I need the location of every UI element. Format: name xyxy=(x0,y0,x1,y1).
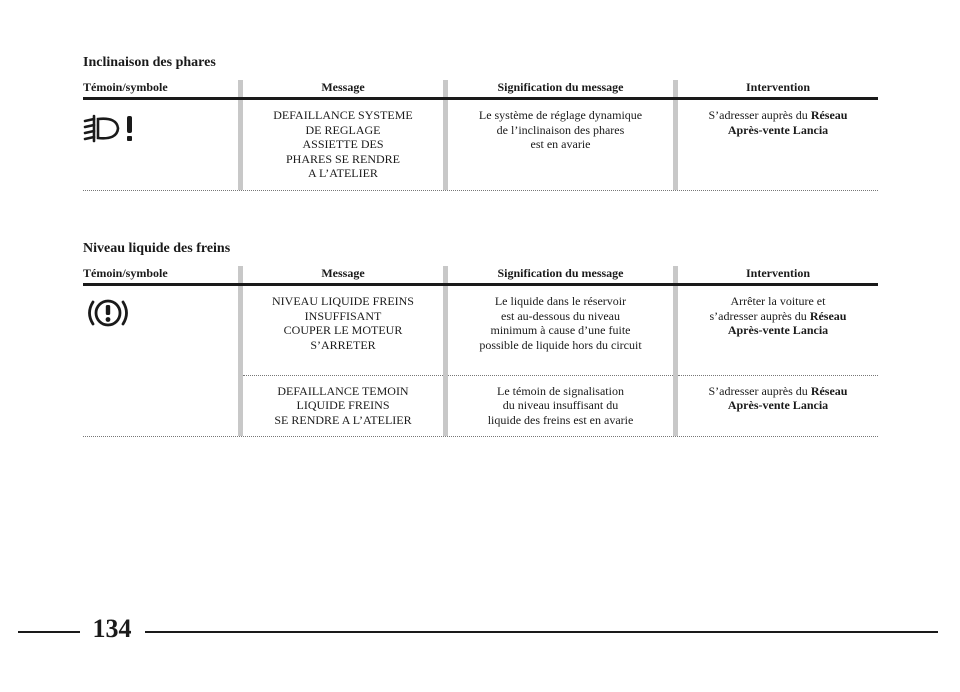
action-network: Réseau xyxy=(810,108,848,122)
action-cell: Arrêter la voiture et s’adresser auprès … xyxy=(673,286,878,436)
brake-warning-icon-svg xyxy=(88,299,128,327)
brake-warning-icon xyxy=(83,286,238,436)
message-line: LIQUIDE FREINS xyxy=(296,398,390,412)
meaning-subrow: Le liquide dans le réservoir est au-dess… xyxy=(448,286,673,376)
footer-rule-left xyxy=(18,631,80,633)
meaning-line: Le système de réglage dynamique xyxy=(478,108,643,122)
table-header: Témoin/symbole Message Signification du … xyxy=(83,266,878,286)
message-line: SE RENDRE A L’ATELIER xyxy=(274,412,412,427)
page-number: 134 xyxy=(92,614,132,643)
footer-rule-right xyxy=(145,631,938,633)
action-cell: S’adresser auprès du Réseau Après-vente … xyxy=(673,100,878,190)
action-line: s’adresser auprès du Réseau xyxy=(678,309,878,324)
col-message-header: Message xyxy=(238,266,443,283)
action-line: Après-vente Lancia xyxy=(678,123,878,138)
col-symbol-header: Témoin/symbole xyxy=(83,80,168,94)
action-text: s’adresser auprès du xyxy=(709,308,810,323)
message-line: S’ARRETER xyxy=(310,337,376,352)
message-line: DEFAILLANCE TEMOIN xyxy=(277,383,409,398)
message-subrow: NIVEAU LIQUIDE FREINS INSUFFISANT COUPER… xyxy=(243,286,443,376)
meaning-cell: Le système de réglage dynamique de l’inc… xyxy=(443,100,673,190)
message-line: PHARES SE RENDRE xyxy=(285,151,401,166)
action-subrow: Arrêter la voiture et s’adresser auprès … xyxy=(678,286,878,376)
meaning-line: est en avarie xyxy=(530,137,591,151)
action-line: Arrêter la voiture et xyxy=(730,294,826,308)
message-line: COUPER LE MOTEUR xyxy=(283,323,403,337)
action-text: S’adresser auprès du xyxy=(708,108,811,122)
action-network: Réseau xyxy=(809,308,847,323)
col-action-header: Intervention xyxy=(673,266,878,283)
action-network: Réseau xyxy=(810,383,848,398)
spacer xyxy=(678,352,878,367)
action-line: Après-vente Lancia xyxy=(678,323,878,338)
col-action-header: Intervention xyxy=(673,80,878,97)
action-text: S’adresser auprès du xyxy=(708,383,811,398)
page-footer: 134 xyxy=(0,612,960,643)
col-meaning-header: Signification du message xyxy=(443,80,673,97)
col-meaning-header: Signification du message xyxy=(443,266,673,283)
section-brake-fluid: Niveau liquide des freins Témoin/symbole… xyxy=(83,240,878,437)
col-message-header: Message xyxy=(238,80,443,97)
action-line: S’adresser auprès du Réseau xyxy=(678,108,878,123)
meaning-line: du niveau insuffisant du xyxy=(502,398,619,412)
message-line: DE REGLAGE xyxy=(305,122,381,137)
spacer xyxy=(678,413,878,428)
action-service: Après-vente Lancia xyxy=(727,398,829,412)
message-subrow: DEFAILLANCE TEMOIN LIQUIDE FREINS SE REN… xyxy=(243,376,443,437)
headlamp-warning-icon xyxy=(83,100,238,190)
meaning-line: Le témoin de signalisation xyxy=(497,383,624,398)
spacer xyxy=(448,352,673,367)
meaning-subrow: Le témoin de signalisation du niveau ins… xyxy=(448,376,673,437)
message-cell: NIVEAU LIQUIDE FREINS INSUFFISANT COUPER… xyxy=(238,286,443,436)
section-title: Inclinaison des phares xyxy=(83,55,216,70)
meaning-line: minimum à cause d’une fuite xyxy=(490,323,631,337)
spacer xyxy=(678,338,878,353)
spacer xyxy=(243,352,443,367)
action-service: Après-vente Lancia xyxy=(727,122,829,137)
meaning-cell: Le liquide dans le réservoir est au-dess… xyxy=(443,286,673,436)
message-line: NIVEAU LIQUIDE FREINS xyxy=(272,294,414,308)
table-header: Témoin/symbole Message Signification du … xyxy=(83,80,878,100)
meaning-line: liquide des freins est en avarie xyxy=(487,412,634,427)
action-subrow: S’adresser auprès du Réseau Après-vente … xyxy=(678,376,878,437)
section-headlamp-leveling: Inclinaison des phares Témoin/symbole Me… xyxy=(83,54,878,191)
message-cell: DEFAILLANCE SYSTEME DE REGLAGE ASSIETTE … xyxy=(238,100,443,190)
meaning-line: Le liquide dans le réservoir xyxy=(494,294,627,308)
message-line: DEFAILLANCE SYSTEME xyxy=(273,108,413,122)
message-line: A L’ATELIER xyxy=(308,166,378,180)
message-line: INSUFFISANT xyxy=(304,308,382,323)
action-line: Après-vente Lancia xyxy=(678,398,878,413)
section-title: Niveau liquide des freins xyxy=(83,241,231,256)
table-row: DEFAILLANCE SYSTEME DE REGLAGE ASSIETTE … xyxy=(83,100,878,191)
headlamp-warning-icon-svg xyxy=(83,114,132,143)
meaning-line: est au-dessous du niveau xyxy=(501,308,620,323)
meaning-line: de l’inclinaison des phares xyxy=(496,122,625,137)
message-line: ASSIETTE DES xyxy=(302,137,384,151)
col-symbol-header: Témoin/symbole xyxy=(83,266,168,280)
table-row: NIVEAU LIQUIDE FREINS INSUFFISANT COUPER… xyxy=(83,286,878,437)
meaning-line: possible de liquide hors du circuit xyxy=(479,337,642,352)
action-line: S’adresser auprès du Réseau xyxy=(678,384,878,399)
action-service: Après-vente Lancia xyxy=(727,323,829,337)
